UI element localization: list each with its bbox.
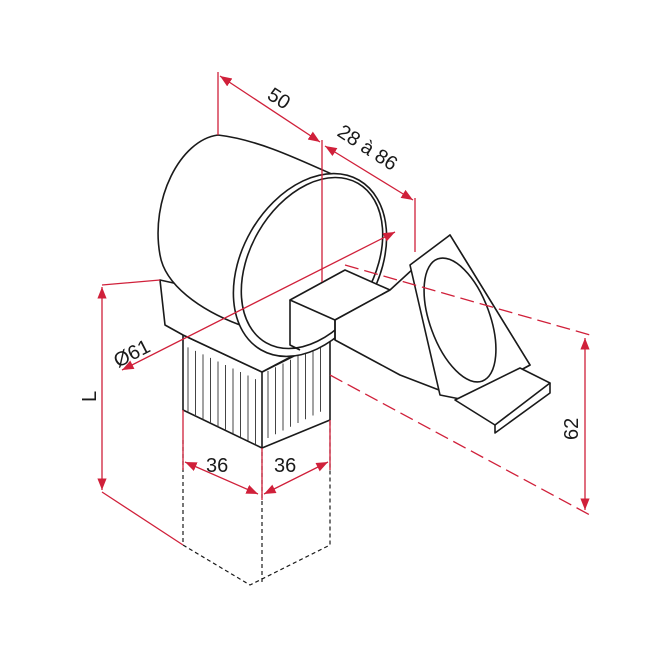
dimension-length-label: L: [79, 391, 101, 402]
dimension-width-left-label: 36: [206, 455, 228, 477]
dimension-width-right-label: 36: [274, 455, 296, 477]
dimension-adjust-range-label: 28 à 86: [333, 121, 401, 176]
dimension-height-label: 62: [561, 418, 583, 440]
dimension-lines: [97, 72, 591, 546]
dimension-depth-label: 50: [263, 84, 294, 115]
dimension-diameter-label: Ø61: [110, 336, 154, 373]
